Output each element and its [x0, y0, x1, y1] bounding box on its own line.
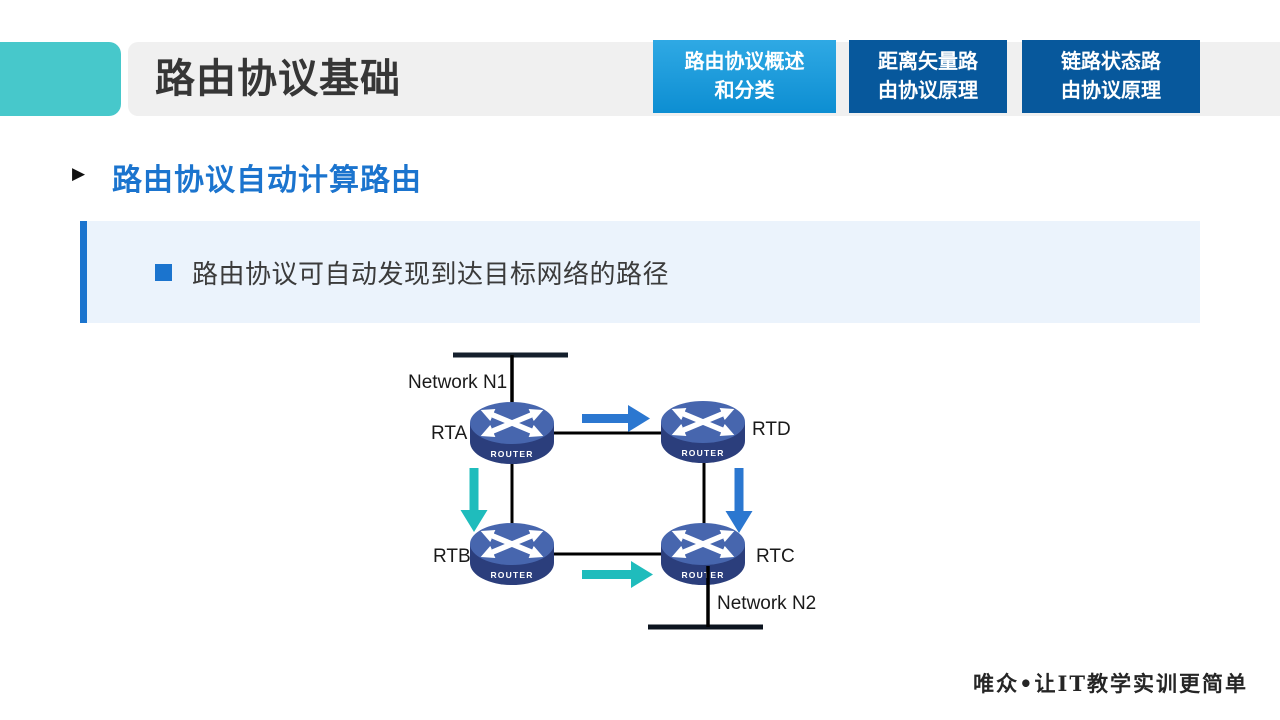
network-n2-label: Network N2	[717, 593, 817, 614]
watermark: 唯众•让IT教学实训更简单	[973, 671, 1248, 696]
router-badge: ROUTER	[681, 570, 724, 580]
tab-link-state[interactable]: 链路状态路 由协议原理	[1022, 40, 1200, 113]
callout-text: 路由协议可自动发现到达目标网络的路径	[192, 258, 670, 289]
router-icon-rtc: ROUTER	[661, 523, 745, 585]
arrow-down-blue-icon	[725, 468, 753, 533]
router-label-rtc: RTC	[756, 546, 795, 567]
tab-label-line2: 和分类	[714, 79, 775, 102]
accent-block	[0, 42, 121, 116]
tab-label-line1: 路由协议概述	[684, 50, 805, 73]
router-label-rtd: RTD	[752, 419, 791, 440]
tab-distance-vector[interactable]: 距离矢量路 由协议原理	[849, 40, 1007, 113]
tab-label-line1: 距离矢量路	[878, 50, 978, 73]
arrow-right-blue-icon	[582, 405, 650, 432]
section-title: 路由协议自动计算路由	[112, 164, 422, 197]
router-badge: ROUTER	[490, 449, 533, 459]
network-topology-diagram: ROUTER ROUTER ROUTER ROUTER	[453, 352, 763, 630]
callout-box: 路由协议可自动发现到达目标网络的路径	[80, 221, 1200, 323]
router-badge: ROUTER	[681, 448, 724, 458]
arrow-right-teal-icon	[582, 561, 653, 588]
network-n1-label: Network N1	[408, 372, 508, 393]
router-icon-rta: ROUTER	[470, 402, 554, 464]
router-icon-rtb: ROUTER	[470, 523, 554, 585]
router-badge: ROUTER	[490, 570, 533, 580]
router-label-rtb: RTB	[433, 546, 471, 567]
tab-label-line1: 链路状态路	[1061, 50, 1161, 73]
router-label-rta: RTA	[431, 423, 468, 444]
square-bullet-icon	[155, 263, 172, 281]
tab-protocol-overview[interactable]: 路由协议概述 和分类	[653, 40, 836, 113]
router-icon-rtd: ROUTER	[661, 401, 745, 463]
arrow-down-teal-icon	[460, 468, 488, 532]
tab-label-line2: 由协议原理	[1061, 79, 1161, 102]
page-title: 路由协议基础	[155, 57, 401, 101]
tab-label-line2: 由协议原理	[878, 79, 978, 102]
triangle-bullet-icon: ▶	[72, 164, 86, 184]
